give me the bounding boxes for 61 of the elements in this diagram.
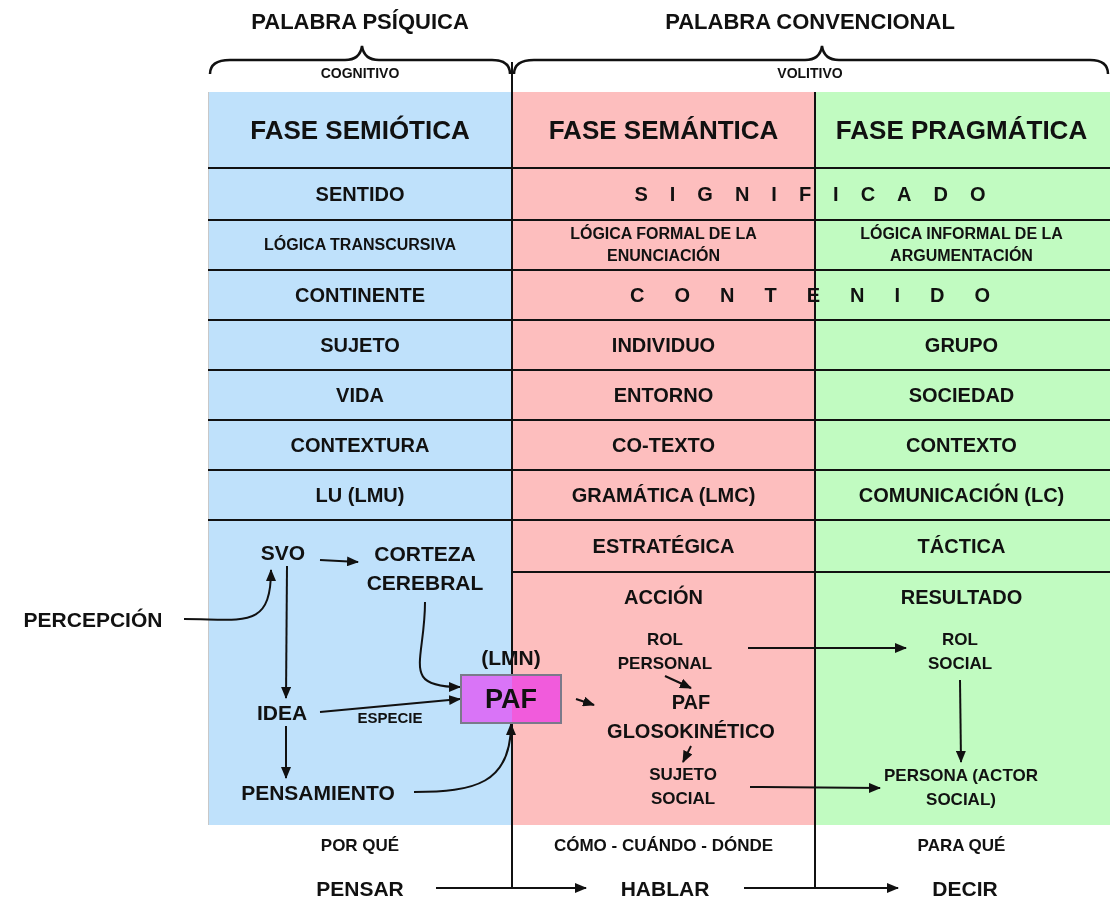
table-cell-text: SOCIEDAD: [907, 383, 1016, 408]
arrow: [183, 569, 276, 621]
table-cell-text: ESTRATÉGICA: [591, 534, 736, 559]
arrow: [747, 643, 907, 653]
flow-label: IDEA: [248, 698, 316, 726]
table-cell-text: GRAMÁTICA (LMC): [570, 483, 757, 508]
flow-label: PENSAMIENTO: [228, 778, 408, 806]
table-cell-text: TÁCTICA: [916, 534, 1007, 559]
table-cell-text: LU (LMU): [314, 483, 406, 508]
table-cell-text: COMUNICACIÓN (LC): [857, 482, 1066, 508]
flow-label: ROL SOCIAL: [910, 628, 1010, 676]
arrow: [413, 723, 516, 793]
flow-label: DECIR: [912, 874, 1018, 901]
table-cell-text: INDIVIDUO: [610, 333, 717, 358]
column-footer: POR QUÉ: [208, 830, 512, 862]
arrow: [749, 782, 881, 793]
column-footer: CÓMO - CUÁNDO - DÓNDE: [512, 830, 815, 862]
arrow: [435, 883, 587, 893]
table-cell-text: LÓGICA INFORMAL DE LA ARGUMENTACIÓN: [859, 223, 1064, 266]
table-cell-text: LÓGICA FORMAL DE LA ENUNCIACIÓN: [569, 223, 758, 266]
flow-label: HABLAR: [600, 874, 730, 901]
arrow: [319, 695, 461, 713]
arrow: [418, 601, 461, 692]
table-cell-text: LÓGICA TRANSCURSIVA: [263, 234, 457, 255]
flow-label: PENSAR: [298, 874, 422, 901]
flow-label: ROL PERSONAL: [600, 628, 730, 676]
section-subtitle: COGNITIVO: [319, 63, 401, 83]
flow-label: PERCEPCIÓN: [6, 605, 180, 633]
arrow: [664, 675, 692, 689]
flow-label: SUJETO SOCIAL: [630, 762, 736, 812]
section-subtitle: VOLITIVO: [776, 63, 844, 83]
table-cell-text: ACCIÓN: [623, 584, 704, 610]
flow-label: SVO: [252, 538, 314, 566]
table-cell-text: CONTINENTE: [294, 283, 426, 308]
arrow: [743, 883, 899, 893]
arrow: [281, 725, 291, 779]
section-title: PALABRA PSÍQUICA: [250, 7, 470, 36]
flow-label: CORTEZA CEREBRAL: [350, 538, 500, 598]
table-cell-text: SUJETO: [319, 333, 401, 358]
arrow: [281, 565, 292, 699]
table-cell-text: GRUPO: [923, 333, 1000, 358]
column-footer: PARA QUÉ: [815, 830, 1108, 862]
table-cell-text: RESULTADO: [899, 585, 1024, 610]
edge-label: ESPECIE: [357, 708, 423, 726]
section-title: PALABRA CONVENCIONAL: [664, 7, 956, 36]
column-header: FASE SEMÁNTICA: [547, 113, 780, 147]
arrow: [575, 696, 595, 707]
table-cell-text: SENTIDO: [314, 182, 406, 207]
column-header: FASE PRAGMÁTICA: [834, 113, 1089, 147]
table-cell-text: ENTORNO: [612, 383, 715, 408]
table-cell-text: CONTEXTURA: [289, 433, 431, 458]
arrow: [682, 745, 693, 763]
process-box: PAF: [460, 674, 562, 724]
flow-label: PERSONA (ACTOR SOCIAL): [876, 762, 1046, 814]
arrow: [955, 679, 966, 763]
table-cell-text: VIDA: [335, 383, 385, 408]
arrow: [319, 556, 359, 567]
column-header: FASE SEMIÓTICA: [249, 113, 471, 147]
table-cell-text: CO-TEXTO: [611, 433, 716, 458]
table-cell-text: CONTEXTO: [905, 433, 1018, 458]
flow-label: PAF GLOSOKINÉTICO: [594, 688, 788, 746]
